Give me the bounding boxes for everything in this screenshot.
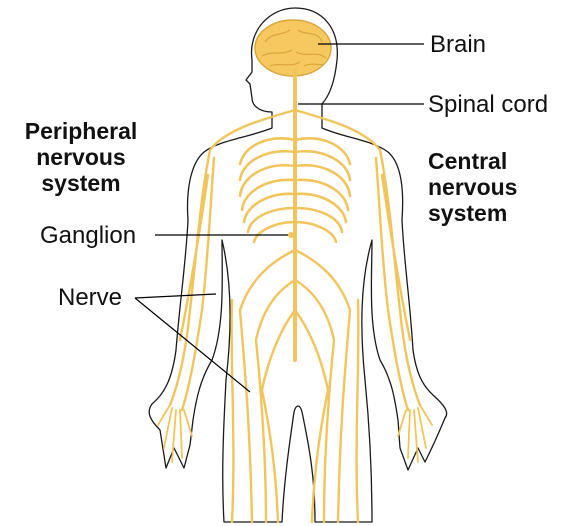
leader-lines bbox=[134, 43, 424, 393]
ganglion-label: Ganglion bbox=[40, 222, 137, 249]
peripheral-nervous-system-label: Peripheral nervous system bbox=[10, 118, 152, 196]
central-line-3: system bbox=[428, 200, 508, 226]
brain-shape bbox=[254, 19, 332, 77]
central-nervous-system-label: Central nervous system bbox=[428, 148, 517, 226]
peripheral-line-3: system bbox=[41, 170, 121, 196]
nerve-leader bbox=[134, 293, 251, 393]
nerve-network bbox=[157, 68, 433, 524]
nerve-label: Nerve bbox=[58, 284, 123, 311]
ganglion-marker bbox=[288, 232, 294, 238]
central-line-1: Central bbox=[428, 148, 508, 174]
peripheral-line-1: Peripheral bbox=[24, 118, 138, 144]
central-line-2: nervous bbox=[428, 174, 518, 200]
peripheral-line-2: nervous bbox=[36, 144, 126, 170]
spinal-cord-label: Spinal cord bbox=[428, 91, 549, 118]
brain-label: Brain bbox=[430, 31, 487, 58]
